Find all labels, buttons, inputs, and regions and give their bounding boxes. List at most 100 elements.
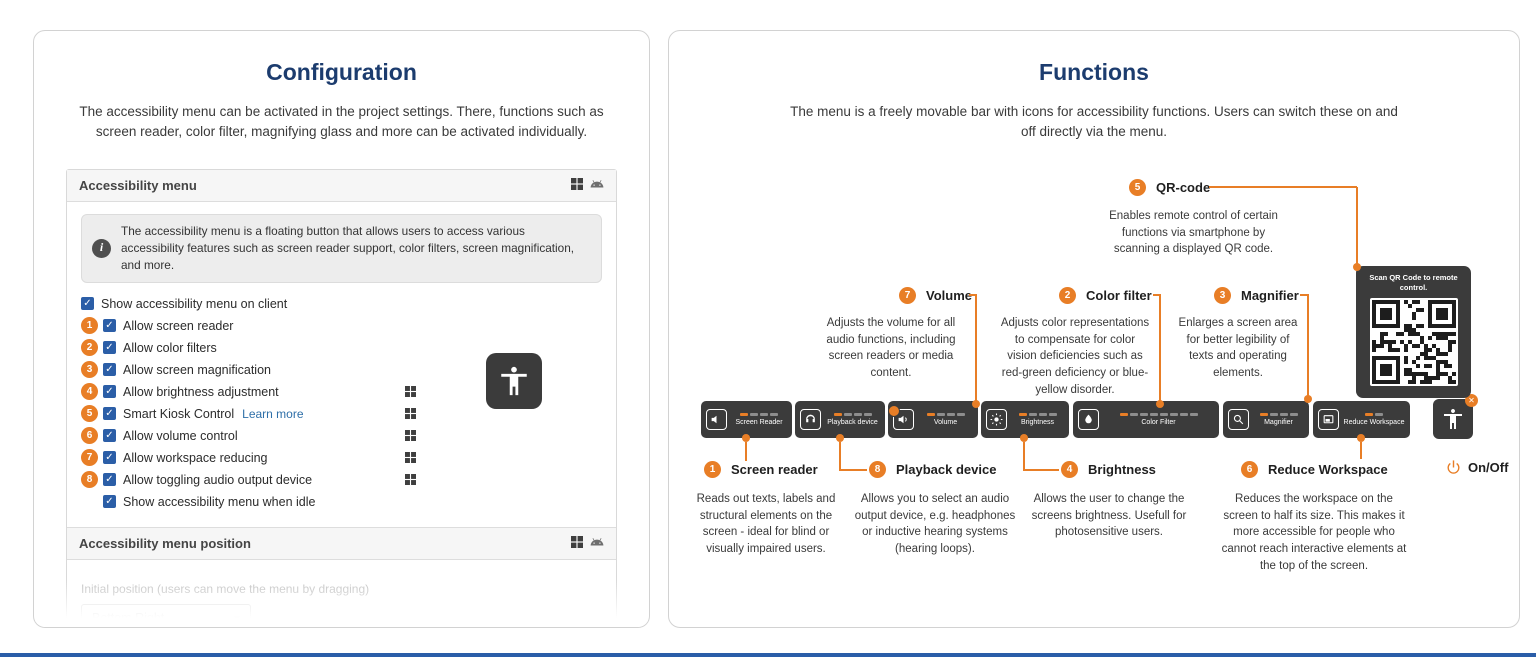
toolbar-button-volume[interactable]: Volume: [888, 401, 978, 438]
callout-on-off-title: On/Off: [1468, 460, 1509, 475]
chevron-down-icon: [234, 611, 240, 625]
callout-volume-title: Volume: [926, 288, 972, 303]
windows-icon: [571, 535, 583, 551]
level-indicator: [1259, 413, 1298, 416]
setting-label: Allow screen magnification: [123, 362, 271, 377]
setting-label: Show accessibility menu on client: [101, 296, 288, 311]
toolbar-button-label: Brightness: [1020, 419, 1055, 426]
setting-label: Allow volume control: [123, 428, 238, 443]
initial-position-label: Initial position (users can move the men…: [81, 581, 370, 596]
level-indicator: [1365, 413, 1383, 416]
callout-screen-reader: 1 Screen reader: [704, 461, 818, 478]
level-indicator: [833, 413, 872, 416]
setting-label: Allow toggling audio output device: [123, 472, 313, 487]
brightness-icon: [986, 409, 1007, 430]
connector-line: [1159, 295, 1161, 402]
callout-reduce-workspace-title: Reduce Workspace: [1268, 462, 1388, 477]
step-badge-2: 2: [81, 339, 98, 357]
step-badge-1: 1: [704, 461, 721, 478]
learn-more-link[interactable]: Learn more: [242, 406, 304, 421]
setting-row-show-menu: Show accessibility menu on client: [81, 293, 602, 315]
connector-dot: [1156, 400, 1164, 408]
position-dropdown[interactable]: Bottom Right: [81, 603, 251, 627]
checkbox-audio-output[interactable]: [103, 473, 116, 487]
accessibility-icon: [501, 366, 527, 396]
step-badge-3: 3: [81, 361, 98, 379]
callout-screen-reader-title: Screen reader: [731, 462, 818, 477]
info-box: The accessibility menu is a floating but…: [81, 213, 602, 283]
setting-row-magnification: 3 Allow screen magnification: [81, 359, 602, 381]
windows-icon: [405, 451, 416, 466]
step-badge-8: 8: [81, 471, 98, 489]
step-badge-4: 4: [1061, 461, 1078, 478]
toolbar-button-label: Reduce Workspace: [1343, 419, 1405, 426]
setting-label: Allow brightness adjustment: [123, 384, 279, 399]
toolbar-button-reduce-workspace[interactable]: Reduce Workspace: [1313, 401, 1410, 438]
connector-dot: [972, 400, 980, 408]
setting-row-color-filters: 2 Allow color filters: [81, 337, 602, 359]
accessibility-menu-preview-button: [486, 353, 542, 409]
toolbar-button-screen-reader[interactable]: Screen Reader: [701, 401, 792, 438]
toolbar-button-accessibility-menu[interactable]: [1433, 394, 1478, 439]
functions-description: The menu is a freely movable bar with ic…: [790, 104, 1398, 140]
setting-row-volume: 6 Allow volume control: [81, 425, 602, 447]
connector-dot: [1353, 263, 1361, 271]
setting-row-audio-output: 8 Allow toggling audio output device: [81, 469, 602, 491]
step-badge-7: 7: [81, 449, 98, 467]
qr-code-image: [1369, 298, 1458, 387]
step-badge-6: 6: [81, 427, 98, 445]
toolbar-button-label: Color Filter: [1141, 419, 1176, 426]
callout-brightness: 4 Brightness: [1061, 461, 1156, 478]
toolbar-button-label: Screen Reader: [735, 419, 783, 426]
connector-dot: [1357, 434, 1365, 442]
checkbox-smart-kiosk[interactable]: [103, 407, 116, 421]
reduce-workspace-icon: [1318, 409, 1339, 430]
checkbox-color-filters[interactable]: [103, 341, 116, 355]
toolbar-button-label: Magnifier: [1264, 419, 1293, 426]
accessibility-menu-header: Accessibility menu: [67, 169, 616, 202]
step-badge-2: 2: [1059, 287, 1076, 304]
callout-playback-device: 8 Playback device: [869, 461, 996, 478]
callout-color-filter: 2 Color filter: [1059, 287, 1152, 304]
checkbox-show-menu[interactable]: [81, 297, 94, 311]
callout-qr-text: Enables remote control of certain functi…: [1109, 210, 1278, 256]
toolbar-button-playback-device[interactable]: Playback device: [795, 401, 885, 438]
connector-line: [745, 442, 747, 461]
windows-icon: [571, 177, 583, 193]
checkbox-workspace[interactable]: [103, 451, 116, 465]
connector-line: [839, 442, 841, 471]
configuration-title: Configuration: [266, 59, 417, 85]
connector-line: [1153, 294, 1161, 296]
menu-position-body: Initial position (users can move the men…: [67, 560, 616, 627]
toolbar-button-label: Playback device: [827, 419, 878, 426]
callout-magnifier-text: Enlarges a screen area for better legibi…: [1178, 317, 1298, 380]
windows-icon: [405, 407, 416, 422]
toolbar-button-brightness[interactable]: Brightness: [981, 401, 1069, 438]
power-icon: [1447, 460, 1460, 474]
windows-icon: [405, 429, 416, 444]
toolbar-button-magnifier[interactable]: Magnifier: [1223, 401, 1309, 438]
callout-playback-device-title: Playback device: [896, 462, 997, 477]
volume-icon: [888, 405, 914, 430]
checkbox-brightness[interactable]: [103, 385, 116, 399]
color-filter-icon: [1078, 409, 1099, 430]
checkbox-magnification[interactable]: [103, 363, 116, 377]
connector-dot: [1020, 434, 1028, 442]
functions-title: Functions: [1039, 59, 1149, 85]
close-icon: [1465, 394, 1478, 407]
checkbox-menu-idle[interactable]: [103, 495, 116, 509]
level-indicator: [740, 413, 778, 416]
level-indicator: [1018, 413, 1057, 416]
configuration-description: The accessibility menu can be activated …: [79, 104, 604, 140]
connector-line: [1209, 186, 1357, 188]
callout-magnifier-title: Magnifier: [1241, 288, 1299, 303]
step-badge-5: 5: [81, 405, 98, 423]
platform-icons: [571, 177, 604, 194]
checkbox-screen-reader[interactable]: [103, 319, 116, 333]
checkbox-volume[interactable]: [103, 429, 116, 443]
step-badge-4: 4: [81, 383, 98, 401]
callout-reduce-workspace-text: Reduces the workspace on the screen to h…: [1221, 493, 1407, 572]
toolbar-button-color-filter[interactable]: Color Filter: [1073, 401, 1219, 438]
callout-brightness-text: Allows the user to change the screens br…: [1031, 493, 1187, 539]
connector-line: [975, 295, 977, 402]
